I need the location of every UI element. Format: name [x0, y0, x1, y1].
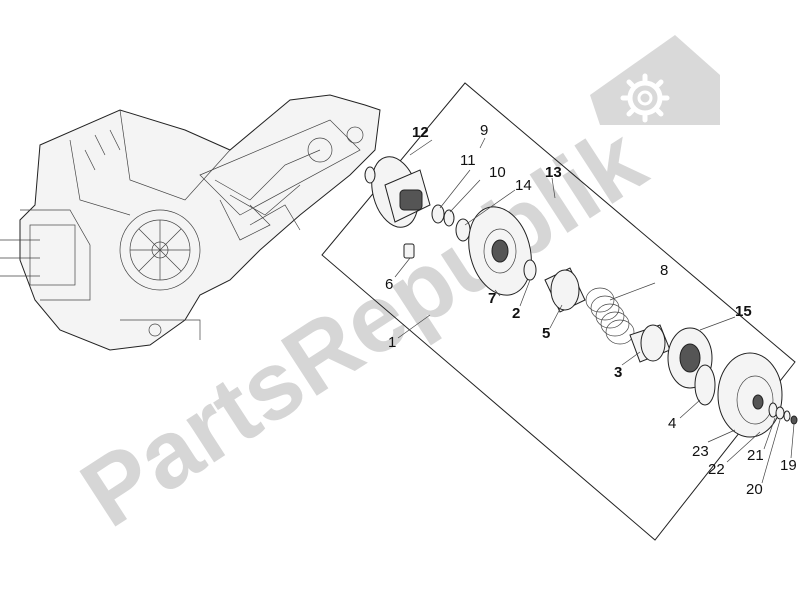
callout-10: 10: [489, 164, 506, 181]
pulley-parts: [364, 156, 798, 438]
callout-23: 23: [692, 443, 709, 460]
callout-2: 2: [512, 305, 520, 322]
callout-15: 15: [735, 303, 752, 320]
callout-19: 19: [780, 457, 797, 474]
gear-icon: [590, 35, 720, 125]
engine-crankcase: [0, 94, 381, 351]
leader-lines: [394, 137, 795, 484]
callouts: 1 2 3 4 5 6 7 8 9 10 11 12 13 14 15 19 2…: [385, 122, 797, 498]
callout-22: 22: [708, 461, 725, 478]
callout-1: 1: [388, 334, 396, 351]
callout-11: 11: [460, 152, 476, 169]
callout-20: 20: [746, 481, 763, 498]
callout-4: 4: [668, 415, 676, 432]
callout-3: 3: [614, 364, 622, 381]
callout-21: 21: [747, 447, 764, 464]
assembly-box: [321, 82, 796, 541]
callout-7: 7: [488, 290, 496, 307]
callout-9: 9: [480, 122, 488, 139]
callout-5: 5: [542, 325, 550, 342]
callout-12: 12: [412, 124, 429, 141]
callout-13: 13: [545, 164, 562, 181]
callout-8: 8: [660, 262, 668, 279]
callout-14: 14: [515, 177, 532, 194]
callout-6: 6: [385, 276, 393, 293]
